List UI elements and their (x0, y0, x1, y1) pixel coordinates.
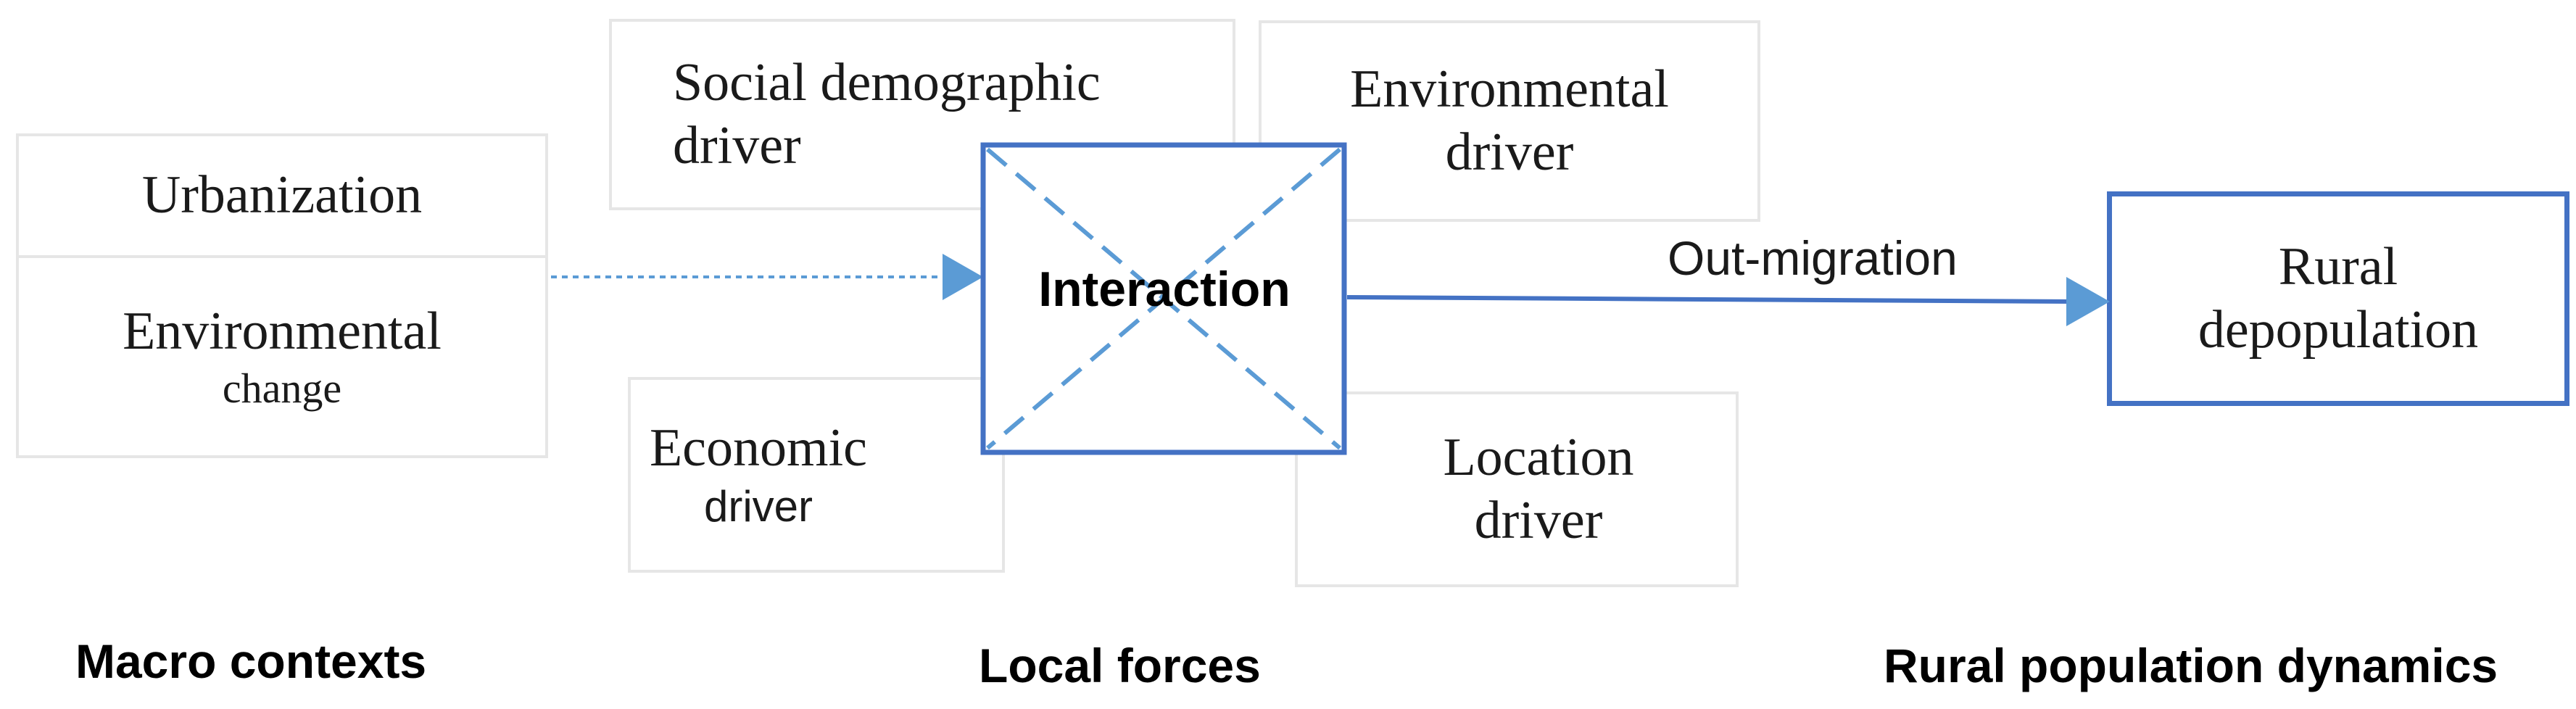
out-migration-arrow-head (2066, 277, 2110, 326)
economic-driver-line2: driver (703, 481, 813, 531)
environmental-driver-line1: Environmental (1350, 59, 1669, 119)
interaction-cross-line-b (986, 147, 1341, 450)
local-forces-section-label: Local forces (979, 639, 1261, 692)
urbanization-label: Urbanization (141, 165, 423, 225)
interaction-label: Interaction (1038, 262, 1291, 317)
urbanization-box: Urbanization (16, 133, 548, 258)
macro-arrow-head (943, 254, 983, 300)
out-migration-label: Out-migration (1668, 231, 1958, 285)
economic-driver-line1: Economic (649, 418, 867, 478)
rural-depopulation-line2: depopulation (2198, 300, 2479, 360)
rural-depopulation-box: Rural depopulation (2107, 191, 2569, 406)
environmental-change-label-line2: change (222, 364, 342, 412)
environmental-change-box: Environmental change (16, 255, 548, 458)
environmental-change-label-line1: Environmental (123, 301, 442, 361)
out-migration-connector (1346, 295, 2074, 304)
rural-population-dynamics-section-label: Rural population dynamics (1884, 639, 2498, 692)
location-driver-line1: Location (1443, 427, 1634, 487)
social-demographic-driver-line1: Social demographic (673, 52, 1101, 112)
economic-driver-box: Economic driver (628, 377, 1005, 573)
rural-depopulation-line1: Rural (2278, 236, 2398, 297)
location-driver-box: Location driver (1295, 391, 1739, 587)
social-demographic-driver-line2: driver (673, 116, 801, 175)
location-driver-line2: driver (1474, 491, 1603, 550)
macro-contexts-section-label: Macro contexts (75, 634, 427, 688)
environmental-driver-line2: driver (1445, 123, 1574, 182)
